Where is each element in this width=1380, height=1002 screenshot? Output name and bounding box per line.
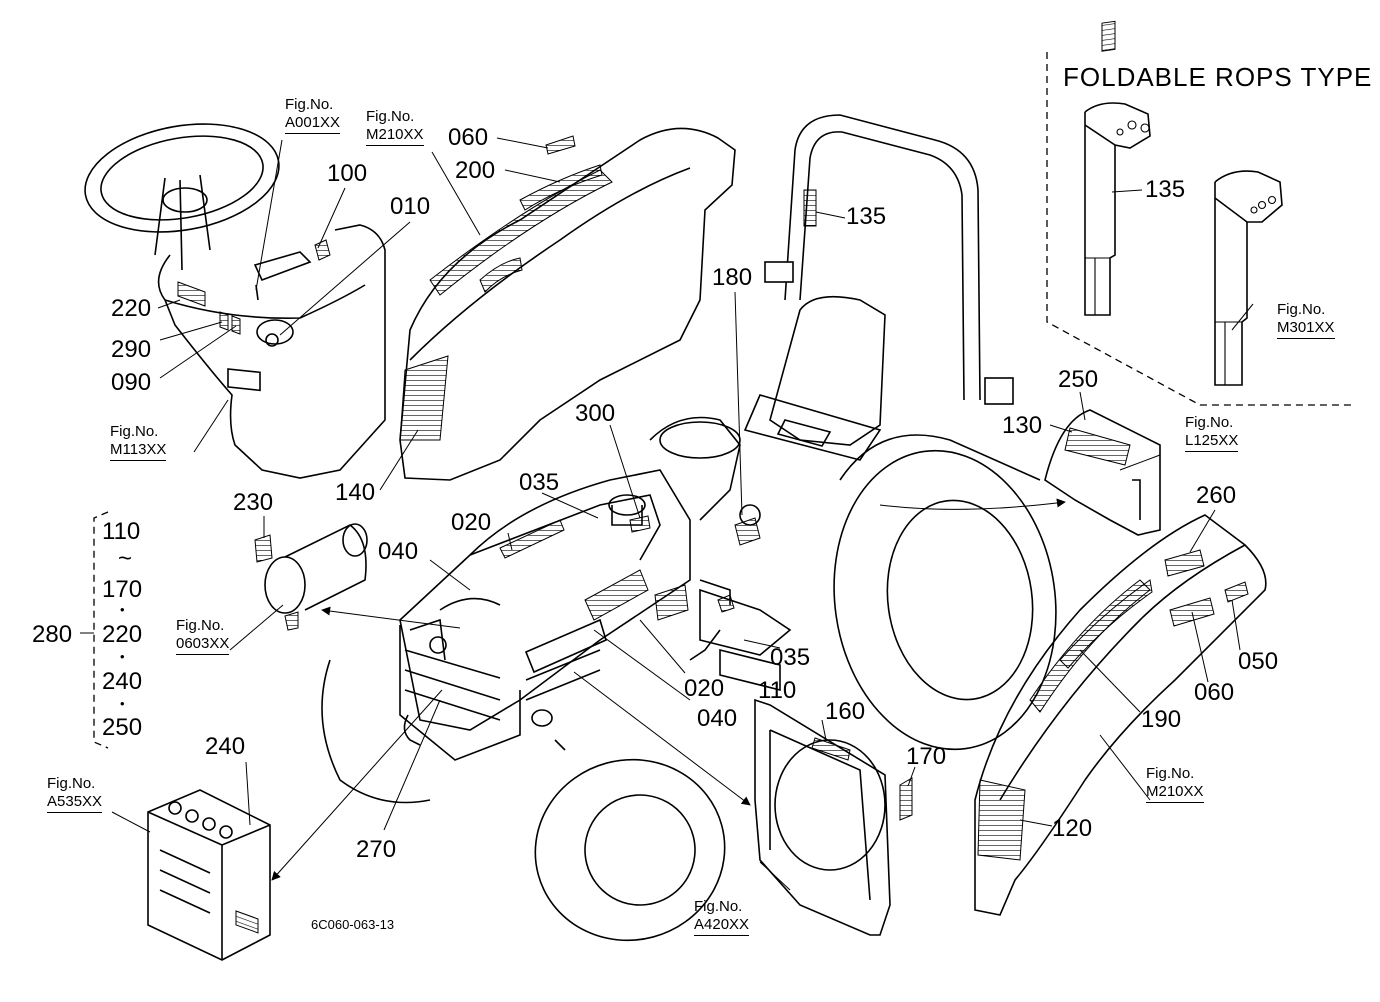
group-item-220: 220	[102, 621, 143, 648]
callout-130: 130	[1002, 412, 1043, 439]
reference-arrows	[271, 498, 1066, 881]
callout-170: 170	[906, 743, 947, 770]
figure-ref-m301xx: Fig.No.M301XX	[1277, 301, 1335, 339]
group-item-dot: •	[120, 649, 125, 664]
foldable-section-title: FOLDABLE ROPS TYPE	[1063, 62, 1373, 92]
floor-and-controls	[649, 416, 792, 692]
radiator-shroud	[754, 698, 913, 936]
group-item-110: 110	[102, 518, 141, 545]
figure-ref-a535xx: Fig.No.A535XX	[47, 775, 103, 813]
callout-020-side: 020	[684, 675, 725, 702]
steering-wheel-and-dashboard	[84, 123, 386, 479]
hood	[399, 469, 691, 731]
left-fender	[399, 127, 736, 481]
callout-140: 140	[335, 479, 376, 506]
group-item-240: 240	[102, 668, 143, 695]
callout-010: 010	[390, 193, 431, 220]
group-item-range: ~	[118, 545, 133, 572]
group-item-250: 250	[102, 714, 143, 741]
rops-frame	[764, 114, 1014, 405]
foldable-rops-upper-part	[1084, 20, 1151, 316]
figure-ref-a420xx: Fig.No.A420XX	[694, 898, 750, 936]
callout-090: 090	[111, 369, 152, 396]
callout-190: 190	[1141, 706, 1182, 733]
battery	[147, 789, 271, 961]
figure-ref-a001xx: Fig.No.A001XX	[285, 96, 341, 134]
bracket-280-group	[93, 511, 109, 749]
callout-280: 280	[32, 621, 73, 648]
front-grille	[399, 618, 566, 761]
rear-tire	[833, 434, 1057, 751]
callout-110: 110	[758, 677, 797, 704]
figure-ref-m210xx-top: Fig.No.M210XX	[366, 108, 424, 146]
callout-230: 230	[233, 489, 274, 516]
group-item-dot: •	[120, 696, 125, 711]
figure-ref-0603xx: Fig.No.0603XX	[176, 617, 230, 655]
figure-ref-m210xx-fender: Fig.No.M210XX	[1146, 765, 1204, 803]
callout-300: 300	[575, 400, 616, 427]
callout-060-top: 060	[448, 124, 489, 151]
callout-135-main: 135	[846, 203, 887, 230]
leader-lines	[80, 137, 1254, 891]
front-tire	[321, 659, 726, 942]
callout-020-top: 020	[451, 509, 492, 536]
group-item-170: 170	[102, 576, 143, 603]
group-item-dot: •	[120, 602, 125, 617]
figure-ref-l125xx: Fig.No.L125XX	[1185, 414, 1239, 452]
foldable-rops-lower-part	[1214, 170, 1283, 386]
callout-220: 220	[111, 295, 152, 322]
callout-135-foldable: 135	[1145, 176, 1186, 203]
callout-040-top: 040	[378, 538, 419, 565]
callout-260: 260	[1196, 482, 1237, 509]
callout-250: 250	[1058, 366, 1099, 393]
callout-290: 290	[111, 336, 152, 363]
callout-035-hood: 035	[519, 469, 560, 496]
operator-seat	[743, 295, 886, 461]
callout-100: 100	[327, 160, 368, 187]
callout-060-fender: 060	[1194, 679, 1235, 706]
callout-200: 200	[455, 157, 496, 184]
callout-040-side: 040	[697, 705, 738, 732]
callout-180: 180	[712, 264, 753, 291]
right-fender	[974, 514, 1267, 916]
callout-270: 270	[356, 836, 397, 863]
callout-160: 160	[825, 698, 866, 725]
drawing-code: 6C060-063-13	[311, 917, 395, 932]
figure-ref-m113xx: Fig.No.M113XX	[110, 423, 167, 461]
callout-035-floor: 035	[770, 644, 811, 671]
callout-050: 050	[1238, 648, 1279, 675]
foldable-section-frame	[1046, 52, 1352, 406]
callout-240-battery: 240	[205, 733, 246, 760]
callout-120: 120	[1052, 815, 1093, 842]
rear-hitch-bracket	[1044, 409, 1161, 536]
air-cleaner	[254, 523, 368, 631]
